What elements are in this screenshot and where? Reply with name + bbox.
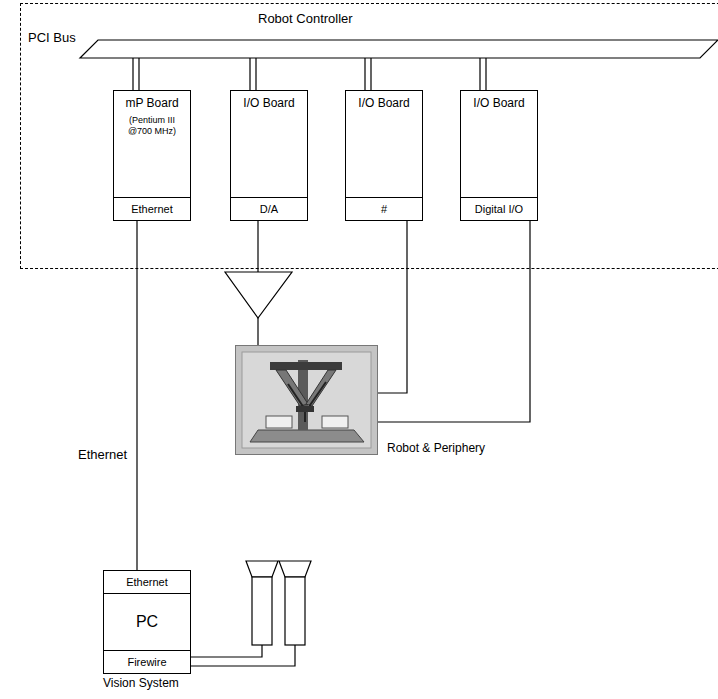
port-box: Ethernet (113, 197, 191, 221)
port-label: Ethernet (114, 203, 190, 216)
robot-picture: Robot & Periphery (235, 345, 378, 455)
cpu-board: Ethernet mP Board (Pentium III @700 MHz) (113, 90, 191, 221)
region-title: Robot Controller (258, 12, 353, 27)
port-box: Ethernet (103, 570, 191, 594)
bus-connector (250, 58, 256, 90)
firewire-cable (191, 645, 295, 666)
bus-band (28, 31, 718, 61)
io-board: Digital I/O I/O Board (460, 90, 538, 221)
board-title: I/O Board (461, 97, 537, 111)
robot-illustration (236, 346, 377, 454)
board-title: I/O Board (346, 97, 422, 111)
port-box: D/A (230, 197, 308, 221)
port-box: Digital I/O (460, 197, 538, 221)
bus-band (80, 40, 718, 58)
board-title: mP Board (114, 97, 190, 111)
port-box: # (345, 197, 423, 221)
port-label: D/A (231, 203, 307, 216)
port-box: Firewire (103, 650, 191, 674)
camera-icon (279, 561, 311, 645)
pci-bus: PCI Bus (28, 31, 718, 61)
amplifier-symbol (225, 272, 292, 318)
bus-label: PCI Bus (28, 31, 76, 46)
link-label: Ethernet (77, 448, 128, 463)
camera-icon (246, 561, 278, 645)
board-note: (Pentium III @700 MHz) (114, 115, 190, 137)
bus-connector (365, 58, 371, 90)
board-title: I/O Board (231, 97, 307, 111)
signal-line (378, 221, 407, 393)
bus-connector (480, 58, 486, 90)
signal-line (378, 221, 530, 422)
pc-box: EthernetFirewirePCVision System (103, 570, 191, 674)
signal-line (136, 221, 137, 570)
pc-label: PC (104, 613, 190, 631)
system-label: Vision System (103, 677, 179, 691)
port-label: Firewire (104, 656, 190, 669)
robot-label: Robot & Periphery (387, 442, 485, 456)
controller-region: PCI BusEthernet mP Board (Pentium III @700… (20, 3, 718, 269)
port-label: Ethernet (104, 576, 190, 589)
port-label: Digital I/O (461, 203, 537, 216)
io-board: D/A I/O Board (230, 90, 308, 221)
bus-connector (133, 58, 139, 90)
port-label: # (346, 203, 422, 216)
io-board: # I/O Board (345, 90, 423, 221)
